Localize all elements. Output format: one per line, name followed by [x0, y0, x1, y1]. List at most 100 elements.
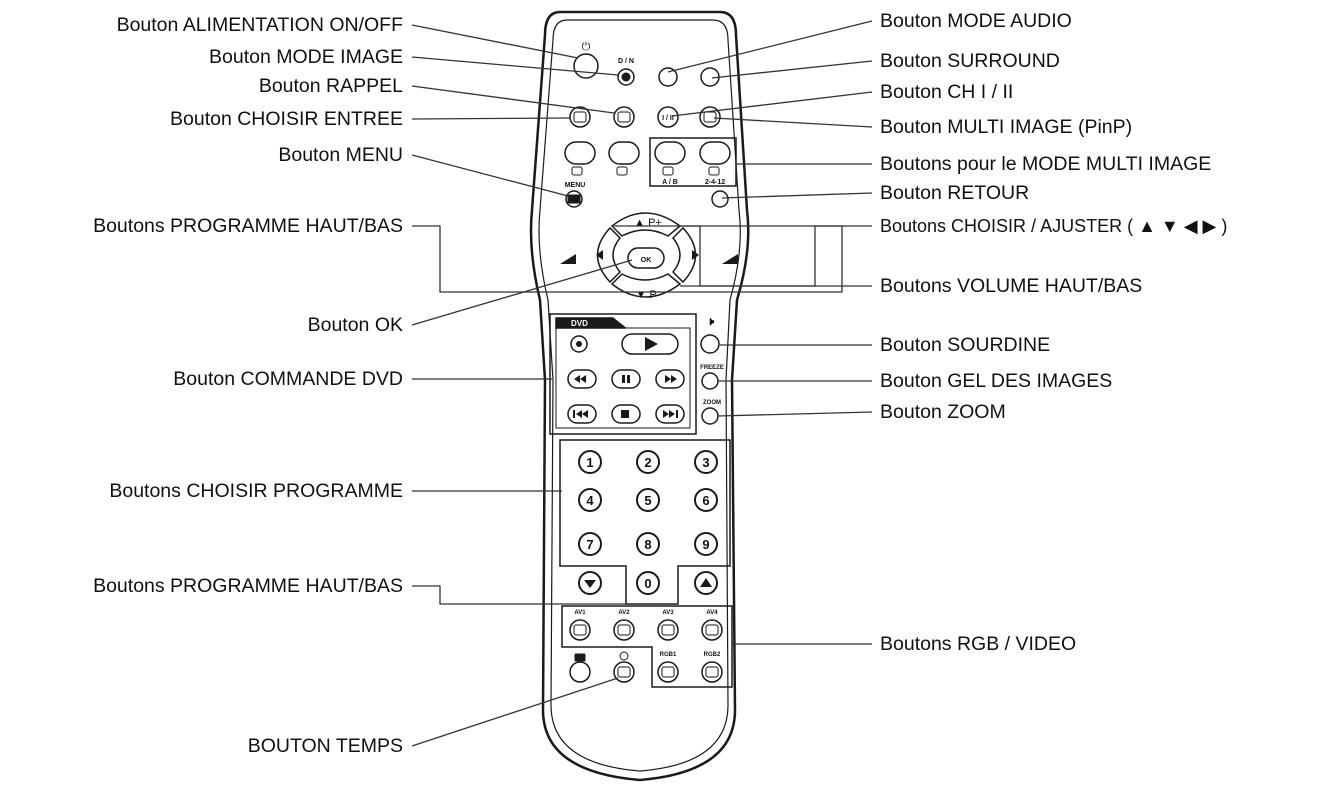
zoom-button[interactable]	[701, 407, 719, 425]
return-button[interactable]	[711, 190, 729, 208]
dn-label: D / N	[618, 58, 634, 65]
digit-3: 3	[702, 455, 709, 470]
label-menu: Bouton MENU	[278, 144, 403, 166]
digit-5: 5	[644, 493, 651, 508]
dvd-label: DVD	[571, 319, 588, 328]
menu-label: MENU	[565, 182, 586, 189]
nav-pad	[596, 212, 697, 298]
digit-5-button[interactable]	[636, 488, 660, 512]
subtitle-button[interactable]	[608, 141, 640, 165]
label-select-adjust: Boutons CHOISIR / AJUSTER ( ▲ ▼ ◀ ▶ )	[880, 216, 1228, 236]
rgb1-label: RGB1	[660, 652, 677, 658]
right-leader-lines	[667, 20, 873, 645]
label-input-select: Bouton CHOISIR ENTREE	[170, 108, 403, 130]
mute-button[interactable]	[700, 334, 720, 354]
power-symbol: ⏻	[582, 41, 591, 53]
dvd-pause-button[interactable]	[611, 369, 641, 389]
freeze-label: FREEZE	[700, 365, 724, 371]
av-labels: AV1 AV2 AV3 AV4 RGB1 RGB2	[574, 610, 721, 658]
nav-down-button[interactable]	[610, 273, 682, 298]
label-return: Bouton RETOUR	[880, 182, 1030, 204]
freeze-button[interactable]	[701, 372, 719, 390]
digit-1-button[interactable]	[578, 450, 602, 474]
label-mute: Bouton SOURDINE	[880, 334, 1051, 356]
label-volume: Boutons VOLUME HAUT/BAS	[880, 275, 1143, 297]
split-button[interactable]	[699, 141, 731, 165]
nav-right-button[interactable]	[671, 226, 697, 284]
digit-0: 0	[644, 576, 651, 591]
digit-1: 1	[586, 455, 593, 470]
label-recall: Bouton RAPPEL	[258, 75, 403, 97]
av2-label: AV2	[618, 610, 630, 616]
av-icons	[573, 624, 719, 678]
digit-2: 2	[644, 455, 651, 470]
ok-button[interactable]	[627, 247, 665, 269]
av-buttons	[569, 619, 723, 683]
ok-label: OK	[641, 257, 652, 264]
remote-body	[529, 10, 750, 782]
rgb1-button[interactable]	[657, 661, 679, 683]
prog-arrows	[584, 578, 712, 588]
digit-6-button[interactable]	[694, 488, 718, 512]
dvd-buttons	[567, 333, 685, 424]
digit-9-button[interactable]	[694, 532, 718, 556]
split-label: 2-4-12	[705, 179, 725, 186]
number-pad	[578, 450, 718, 595]
av1-button[interactable]	[569, 619, 591, 641]
ch-button[interactable]	[657, 106, 679, 128]
digit-8-button[interactable]	[636, 532, 660, 556]
label-program-updown-1: Boutons PROGRAMME HAUT/BAS	[93, 215, 403, 237]
digit-labels: 1 2 3 4 5 6 7 8 9 0	[586, 455, 709, 591]
digit-8: 8	[644, 537, 651, 552]
dvd-icons	[573, 337, 678, 418]
ch-label: I / II	[662, 115, 674, 122]
digit-9: 9	[702, 537, 709, 552]
av2-button[interactable]	[613, 619, 635, 641]
multi-image-group-box	[649, 137, 737, 187]
label-zoom: Bouton ZOOM	[880, 401, 1006, 423]
audio-mode-button[interactable]	[658, 67, 678, 87]
label-timer: BOUTON TEMPS	[247, 735, 403, 757]
tv-button[interactable]	[569, 661, 591, 683]
dvd-box	[549, 313, 697, 435]
label-program-updown-2: Boutons PROGRAMME HAUT/BAS	[93, 575, 403, 597]
rgb2-button[interactable]	[701, 661, 723, 683]
label-ok: Bouton OK	[307, 314, 403, 336]
mute-icon: 🕨	[706, 313, 715, 329]
remote-top-icons	[567, 72, 720, 204]
nav-up-button[interactable]	[610, 212, 682, 237]
label-surround: Bouton SURROUND	[880, 50, 1060, 72]
av4-button[interactable]	[701, 619, 723, 641]
label-pip: Bouton MULTI IMAGE (PinP)	[880, 116, 1133, 138]
digit-7: 7	[586, 537, 593, 552]
av-box	[561, 605, 733, 688]
digit-4: 4	[586, 493, 594, 508]
digit-3-button[interactable]	[694, 450, 718, 474]
av3-button[interactable]	[657, 619, 679, 641]
number-pad-box	[559, 439, 731, 605]
recall-button[interactable]	[613, 106, 635, 128]
av4-label: AV4	[706, 610, 718, 616]
digit-7-button[interactable]	[578, 532, 602, 556]
digit-4-button[interactable]	[578, 488, 602, 512]
right-side-buttons	[700, 334, 720, 425]
ab-label: A / B	[662, 179, 678, 186]
teletext-button[interactable]	[564, 141, 596, 165]
p-plus-label: ▲ P+	[634, 217, 662, 229]
rgb2-label: RGB2	[704, 652, 721, 658]
label-ch: Bouton CH I / II	[880, 81, 1014, 103]
label-program-select: Boutons CHOISIR PROGRAMME	[109, 480, 403, 502]
ab-button[interactable]	[654, 141, 686, 165]
nav-arrows	[560, 250, 738, 264]
av1-label: AV1	[574, 610, 586, 616]
digit-2-button[interactable]	[636, 450, 660, 474]
label-rgb-video: Boutons RGB / VIDEO	[880, 633, 1077, 655]
label-multi-image-buttons: Boutons pour le MODE MULTI IMAGE	[880, 153, 1212, 175]
digit-0-button[interactable]	[636, 571, 660, 595]
zoom-label: ZOOM	[703, 400, 721, 406]
label-audio-mode: Bouton MODE AUDIO	[880, 10, 1072, 32]
label-power: Bouton ALIMENTATION ON/OFF	[116, 14, 403, 36]
p-minus-label: ▼ P-	[636, 289, 661, 301]
digit-6: 6	[702, 493, 709, 508]
